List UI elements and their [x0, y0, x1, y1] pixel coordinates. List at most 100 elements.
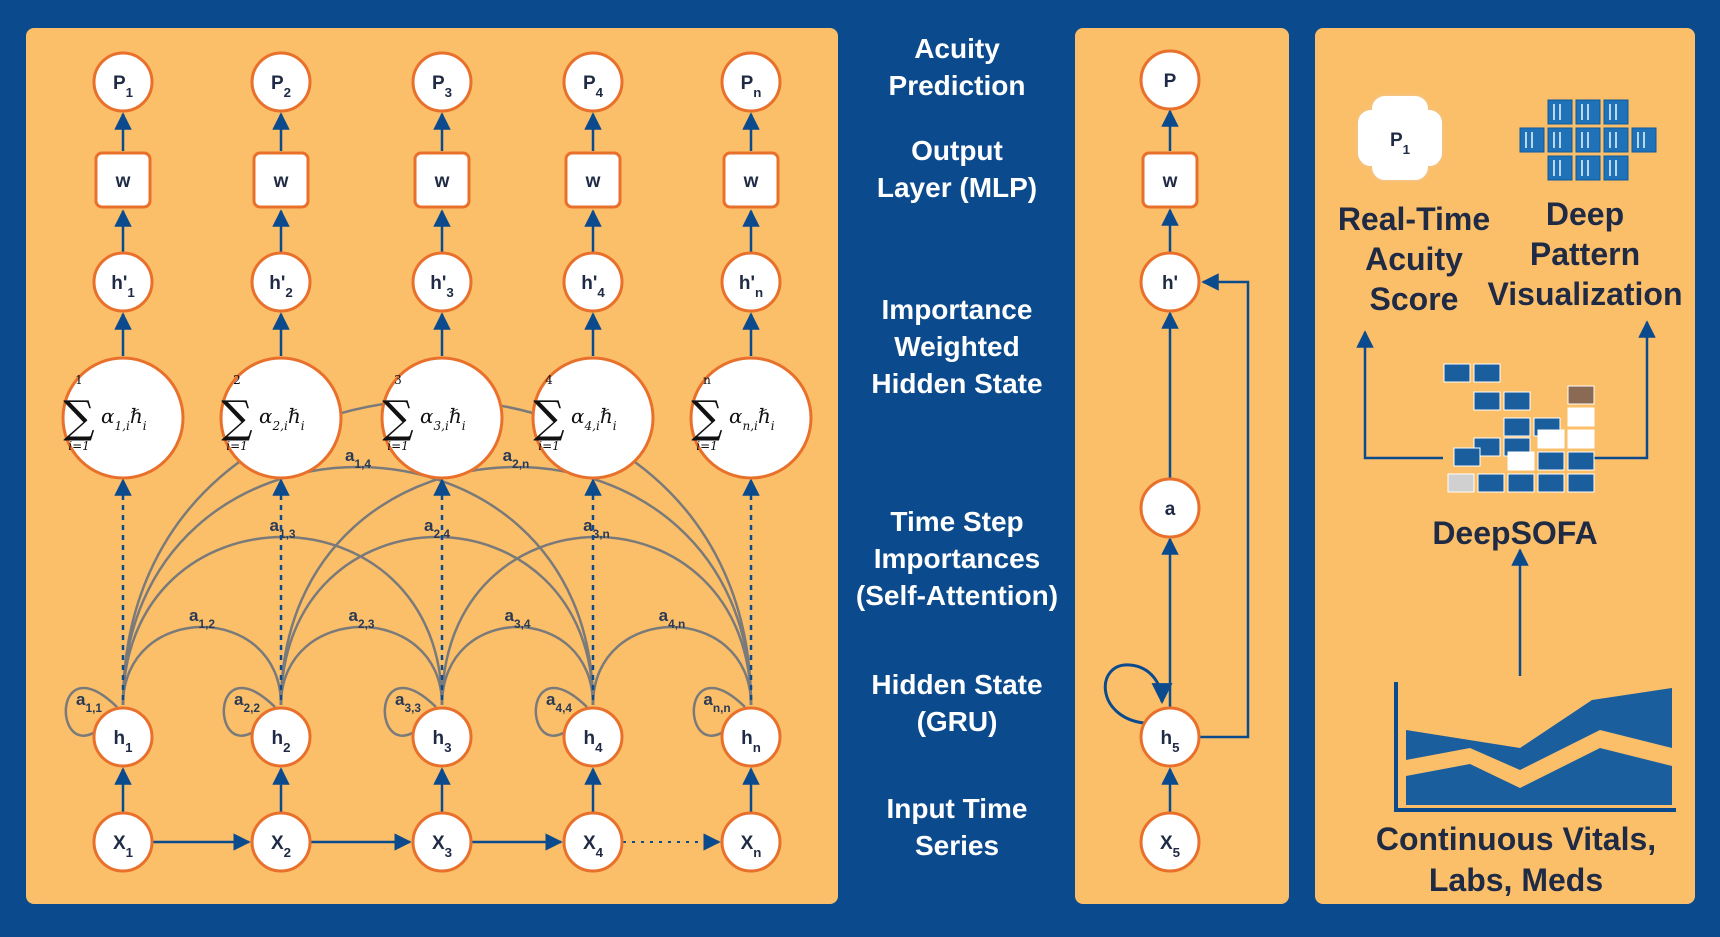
attention-arc-label: a2,4 — [424, 516, 450, 541]
heatmap-cell — [1567, 429, 1595, 449]
self-attention-label-base: a — [703, 690, 713, 709]
pattern-label: Pattern — [1530, 236, 1640, 272]
sigma-symbol: ∑ — [533, 392, 564, 443]
layer-label-importance-weighted: Hidden State — [871, 368, 1042, 399]
alpha-sub: n,i — [743, 419, 759, 433]
model-name: DeepSOFA — [1432, 515, 1597, 551]
hidden: ℏ — [130, 404, 143, 428]
single-input-node — [1139, 811, 1201, 873]
attention-arc — [591, 625, 753, 706]
layer-label-input-time-series: Input Time — [886, 793, 1027, 824]
sigma-symbol: ∑ — [382, 392, 413, 443]
score-icon-label: P1 — [1390, 130, 1411, 157]
input-node — [411, 811, 473, 873]
model-to-score-arrow — [1356, 330, 1443, 460]
layer-label-time-step-importances: (Self-Attention) — [856, 580, 1058, 611]
alpha: α — [729, 404, 743, 428]
alpha: α — [101, 404, 115, 428]
self-attention-label: a2,2 — [234, 690, 260, 715]
weight-label: w — [585, 171, 601, 192]
heatmap-cell — [1503, 417, 1531, 437]
panel-single-step — [1075, 28, 1289, 904]
hidden-state-label: h2 — [271, 728, 290, 755]
attention-arc — [440, 625, 595, 706]
single-input-label-base: X — [1160, 833, 1173, 854]
hidden-state-label: h4 — [583, 728, 603, 755]
attention-arc-label-base: a — [583, 516, 593, 535]
prediction-label-base: P — [741, 73, 754, 94]
input-label-sub: 1 — [126, 845, 134, 860]
single-hidden-label: h5 — [1160, 728, 1180, 755]
self-attention-label: a3,3 — [395, 690, 421, 715]
importance-sum-node — [219, 356, 343, 480]
layer-label-time-step-importances: Time Step — [890, 506, 1023, 537]
attention-arc-label: a2,3 — [349, 606, 375, 631]
prediction-label-base: P — [271, 73, 284, 94]
attention-arc-label: a3,4 — [505, 606, 531, 631]
sum-lower-limit: i=1 — [538, 439, 560, 453]
sum-upper-limit: 3 — [394, 373, 402, 387]
hidden-state-label-sub: 1 — [125, 740, 133, 755]
heatmap-cell — [1443, 363, 1471, 383]
attention-arc — [121, 465, 595, 706]
self-attention-label-sub: 4,4 — [555, 701, 572, 715]
self-attention-label-base: a — [395, 690, 405, 709]
hidden-state-label-sub: 3 — [444, 740, 451, 755]
layer-label-time-step-importances: Importances — [874, 543, 1041, 574]
input-label: X2 — [271, 833, 291, 860]
pattern-label: Deep — [1546, 196, 1624, 232]
heatmap-cell — [1507, 473, 1535, 493]
sum-upper-limit: 1 — [75, 373, 83, 387]
single-hidden-label-base: h — [1160, 728, 1172, 749]
weight-node — [413, 151, 471, 209]
heatmap-cell — [1473, 363, 1501, 383]
weighted-hidden-label-sub: 2 — [285, 285, 292, 300]
hidden-state-label-sub: n — [753, 740, 761, 755]
self-attention-label-base: a — [234, 690, 244, 709]
prediction-node — [92, 51, 154, 113]
attention-arc-label-sub: 2,n — [512, 457, 529, 471]
weight-node — [564, 151, 622, 209]
hidden-state-node — [720, 706, 782, 768]
attention-arc-label: a4,n — [659, 606, 686, 631]
hidden-state-label: h1 — [113, 728, 133, 755]
hidden: ℏ — [758, 404, 771, 428]
layer-label-importance-weighted: Importance — [882, 294, 1033, 325]
weighted-hidden-node — [250, 251, 312, 313]
hidden-state-node — [250, 706, 312, 768]
single-weight-label-base: w — [1162, 171, 1178, 192]
prediction-label-sub: 3 — [445, 85, 452, 100]
alpha-sub: 1,i — [115, 419, 130, 433]
weighted-hidden-node — [411, 251, 473, 313]
heatmap-cell — [1503, 391, 1531, 411]
deepsofa-heatmap-icon — [1443, 363, 1595, 493]
prediction-label-base: P — [583, 73, 596, 94]
importance-sum-node — [61, 356, 185, 480]
skip-connection-arrow — [1200, 273, 1250, 739]
heatmap-cell — [1473, 391, 1501, 411]
panel-deepsofa — [1315, 28, 1695, 904]
alpha: α — [571, 404, 585, 428]
heatmap-cell — [1453, 447, 1481, 467]
attention-arc — [121, 535, 444, 706]
heatmap-cell — [1537, 429, 1565, 449]
layer-label-acuity-prediction: Prediction — [889, 70, 1026, 101]
pattern-label: Visualization — [1487, 276, 1682, 312]
layer-label-acuity-prediction: Acuity — [914, 33, 1000, 64]
input-label: X4 — [583, 833, 604, 860]
hidden-sub: i — [143, 419, 147, 433]
sigma-symbol: ∑ — [63, 392, 94, 443]
hidden-state-label-sub: 4 — [595, 740, 603, 755]
attention-arc-label-sub: 1,4 — [354, 457, 371, 471]
alpha: α — [420, 404, 434, 428]
attention-arc-label-sub: 3,4 — [514, 617, 531, 631]
prediction-label: Pn — [741, 73, 762, 100]
single-hidden-node — [1139, 706, 1201, 768]
attention-arc-label: a2,n — [503, 446, 530, 471]
weighted-hidden-node — [562, 251, 624, 313]
weighted-hidden-node — [92, 251, 154, 313]
attention-arc — [279, 625, 444, 706]
weighted-hidden-label: h'3 — [430, 273, 454, 300]
weighted-hidden-label-base: h' — [430, 273, 446, 294]
weighted-hidden-label-sub: n — [755, 285, 763, 300]
